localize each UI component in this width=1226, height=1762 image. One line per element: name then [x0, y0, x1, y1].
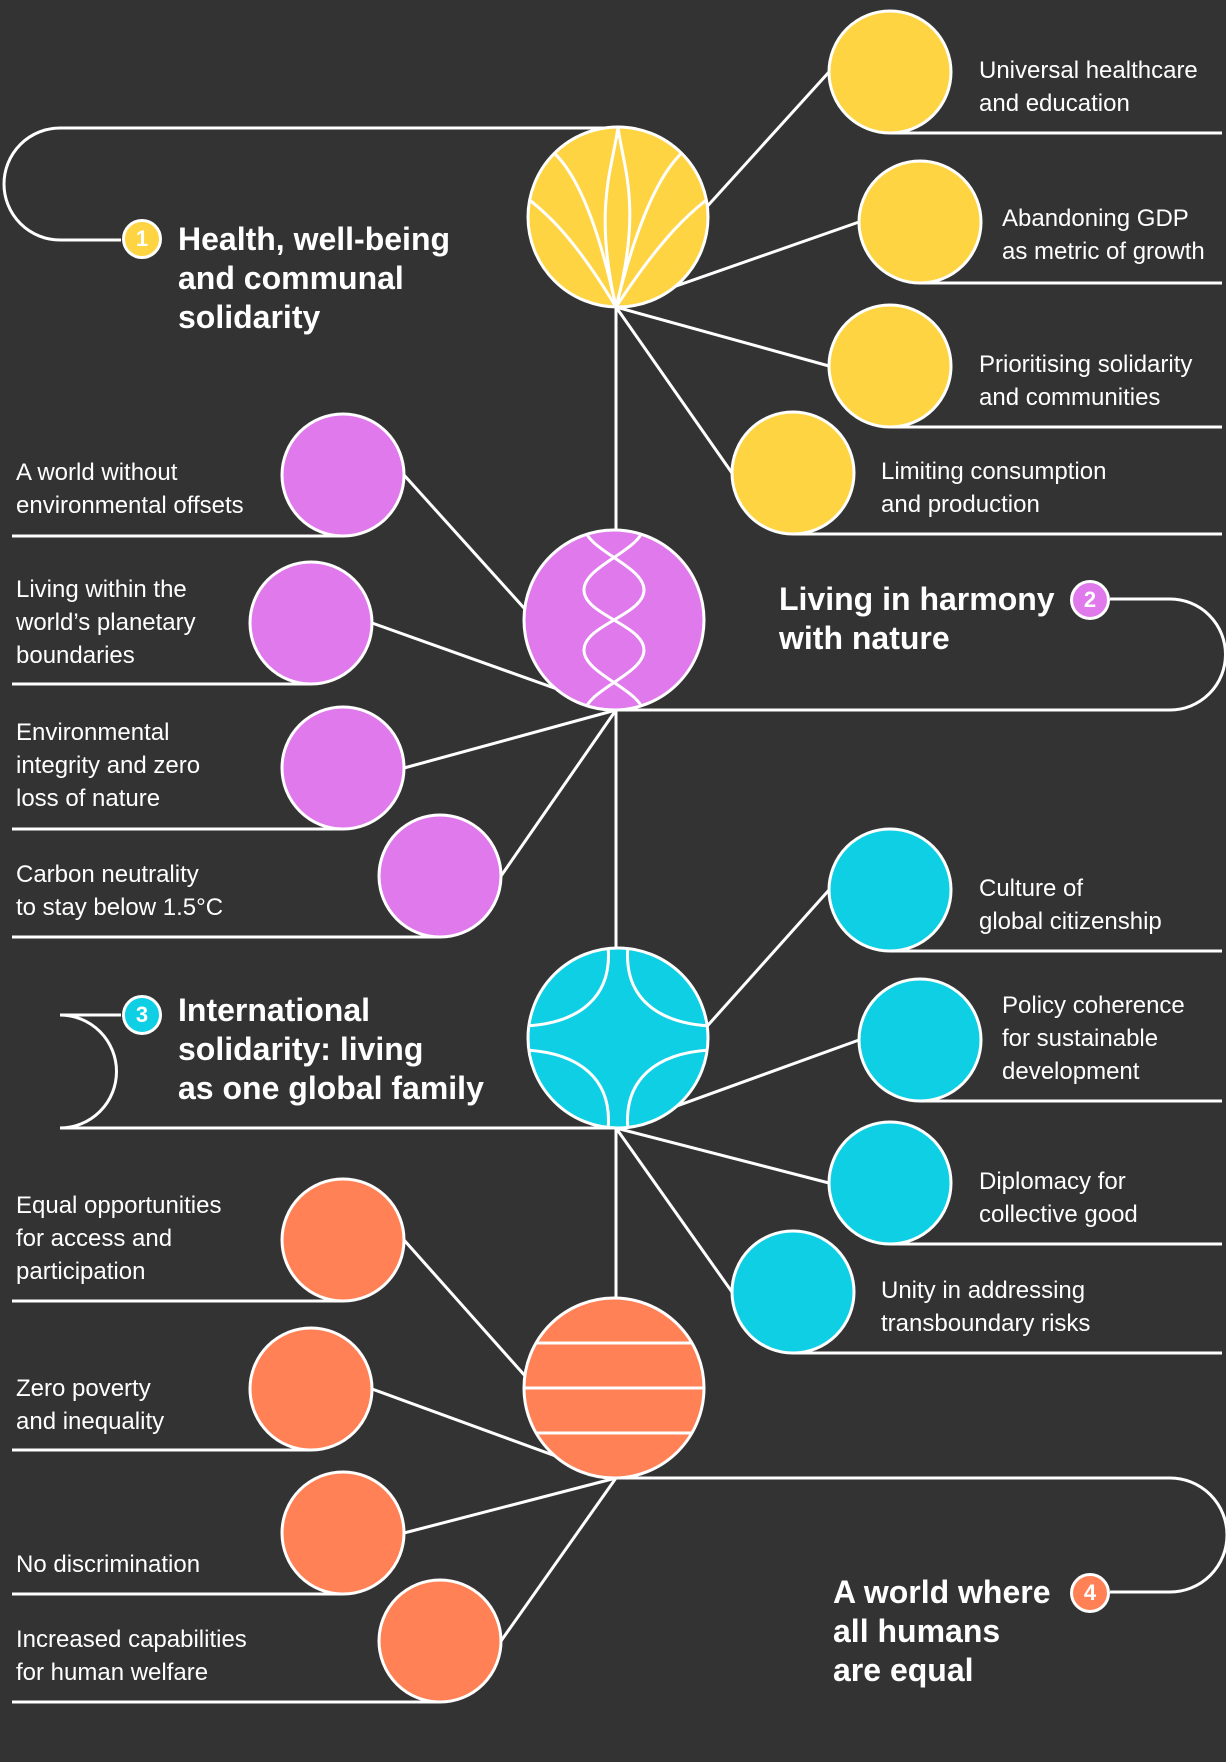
theme-3-item-1-dot: [827, 827, 953, 953]
theme-2-item-1-dot: [280, 412, 406, 538]
theme-4-spoke-3: [403, 1476, 617, 1535]
theme-2-item-2: Living within the world’s planetary boun…: [16, 576, 196, 669]
leaf-circles: [248, 9, 983, 1704]
theme-4-hub-outline: [522, 1296, 706, 1480]
theme-2-item-3: Environmental integrity and zero loss of…: [16, 719, 201, 812]
theme-3-item-3: Diplomacy for collective good: [979, 1168, 1138, 1228]
theme-4-item-1-dot: [280, 1177, 406, 1303]
theme-4-hub-pattern: [524, 1341, 704, 1435]
theme-3-hub-fill: [528, 948, 708, 1128]
theme-3-hub-outline: [526, 946, 710, 1130]
theme-3-number-badge: 3: [122, 995, 162, 1035]
theme-hubs: [522, 125, 710, 1480]
theme-1-item-4: Limiting consumption and production: [881, 458, 1107, 518]
theme-4-item-1: Equal opportunities for access and parti…: [16, 1192, 222, 1285]
theme-2-item-4-dot: [377, 813, 503, 939]
theme-3-item-1: Culture of global citizenship: [979, 875, 1162, 935]
theme-2-hook-line: [616, 597, 1226, 712]
theme-3-item-4: Unity in addressing transboundary risks: [881, 1277, 1091, 1337]
theme-2-number-badge: 2: [1070, 580, 1110, 620]
stripes-icon: [522, 1296, 706, 1480]
theme-3-spoke-4: [614, 1127, 734, 1293]
theme-4-item-3-dot: [280, 1470, 406, 1596]
theme-1-number-badge: 1: [122, 219, 162, 259]
theme-2-spoke-3: [403, 708, 617, 770]
petal-icon: [526, 125, 710, 309]
theme-2-title: Living in harmony with nature: [779, 581, 1055, 656]
theme-2-hub-pattern: [582, 530, 646, 710]
theme-2-item-4: Carbon neutrality to stay below 1.5°C: [16, 861, 224, 921]
theme-1-item-3-dot: [827, 303, 953, 429]
theme-3-item-3-dot: [827, 1120, 953, 1246]
theme-1-spoke-4: [614, 306, 734, 474]
theme-2-item-3-dot: [280, 705, 406, 831]
theme-4-number-badge: 4: [1070, 1573, 1110, 1613]
theme-1-hook-line: [2, 126, 616, 242]
theme-3-spoke-3: [615, 1126, 830, 1185]
theme-2-item-1: A world without environmental offsets: [16, 459, 244, 519]
theme-3-item-4-dot: [730, 1229, 856, 1355]
theme-3-hook-line: [59, 1013, 616, 1130]
theme-1-item-1: Universal healthcare and education: [979, 57, 1198, 117]
globe-curves-icon: [526, 946, 710, 1130]
theme-1-hub-outline: [526, 125, 710, 309]
theme-4-item-4-dot: [377, 1578, 503, 1704]
theme-4-item-2-dot: [248, 1326, 374, 1452]
theme-1-spoke-3: [615, 305, 830, 368]
theme-4-spoke-4: [499, 1477, 618, 1642]
theme-1-item-2: Abandoning GDP as metric of growth: [1002, 205, 1205, 265]
theme-1-hub-fill: [528, 127, 708, 307]
theme-4-item-4: Increased capabilities for human welfare: [16, 1626, 247, 1686]
theme-1-title: Health, well-being and communal solidari…: [178, 221, 451, 335]
wave-icon: [522, 528, 706, 712]
theme-2-spoke-4: [499, 709, 618, 877]
theme-2-item-2-dot: [248, 560, 374, 686]
theme-3-hub-pattern: [528, 948, 708, 1128]
theme-3-title: International solidarity: living as one …: [178, 992, 484, 1106]
theme-3-item-2: Policy coherence for sustainable develop…: [1002, 992, 1185, 1085]
theme-1-item-3: Prioritising solidarity and communities: [979, 351, 1193, 411]
theme-4-hook-line: [616, 1476, 1226, 1594]
theme-1-item-2-dot: [857, 159, 983, 285]
theme-2-hub-outline: [522, 528, 706, 712]
theme-1-item-4-dot: [730, 410, 856, 536]
theme-1-item-1-dot: [827, 9, 953, 135]
theme-4-item-3: No discrimination: [16, 1551, 201, 1578]
theme-4-title: A world where all humans are equal: [833, 1574, 1051, 1688]
theme-3-item-2-dot: [857, 977, 983, 1103]
theme-4-item-2: Zero poverty and inequality: [16, 1375, 165, 1435]
